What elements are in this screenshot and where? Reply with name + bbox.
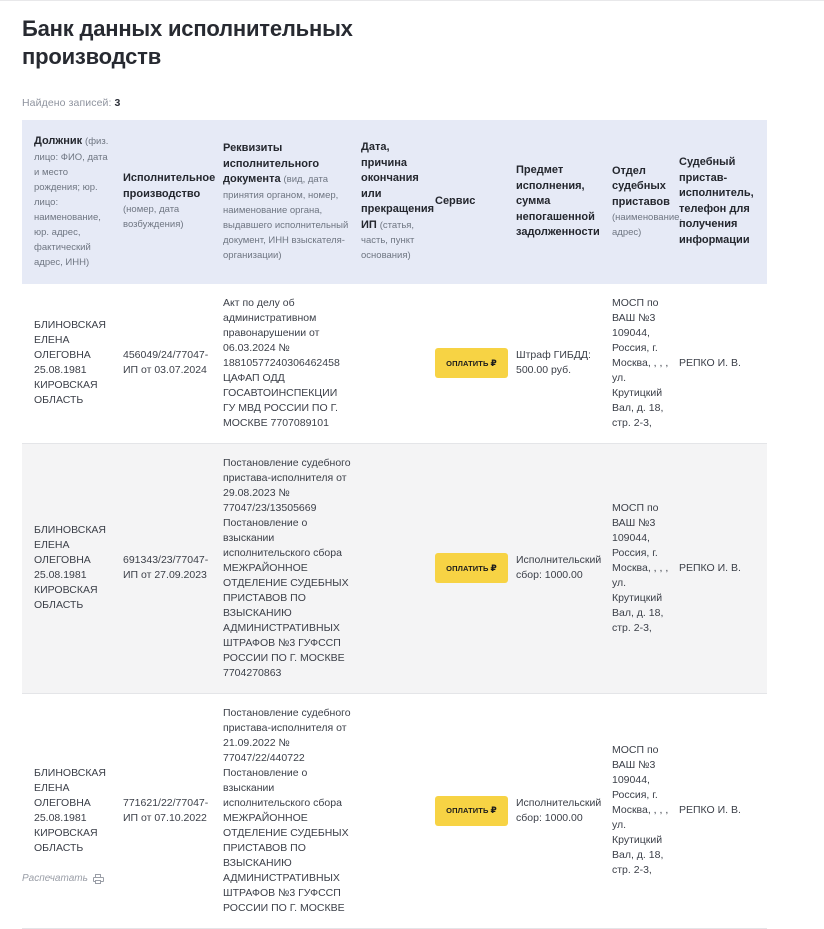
ruble-icon: ₽ [490,562,497,573]
column-header-proceeding: Исполнительное производство (номер, дата… [123,120,223,284]
cell-document: Акт по делу об административном правонар… [223,283,361,444]
column-header-service: Сервис [435,120,516,284]
table-body: БЛИНОВСКАЯ ЕЛЕНА ОЛЕГОВНА 25.08.1981 КИР… [22,283,767,929]
cell-department: МОСП по ВАШ №3 109044, Россия, г. Москва… [612,693,679,929]
cell-reason [361,443,435,694]
table-header: Должник (физ. лицо: ФИО, дата и место ро… [22,120,767,284]
column-header-debtor-sub: (физ. лицо: ФИО, дата и место рождения; … [34,136,109,268]
column-header-proceeding-main: Исполнительное производство [123,172,216,200]
column-header-bailiff: Судебный пристав-исполнитель, телефон дл… [679,120,767,284]
ruble-icon: ₽ [490,357,497,368]
ruble-icon: ₽ [490,805,497,815]
cell-bailiff: РЕПКО И. В. [679,283,767,444]
cell-document: Постановление судебного пристава-исполни… [223,693,361,929]
cell-proceeding: 771621/22/77047-ИП от 07.10.2022 [123,693,223,929]
column-header-subject: Предмет исполнения, сумма непогашенной з… [516,120,612,284]
table-row: БЛИНОВСКАЯ ЕЛЕНА ОЛЕГОВНА 25.08.1981 КИР… [22,693,767,929]
table-row: БЛИНОВСКАЯ ЕЛЕНА ОЛЕГОВНА 25.08.1981 КИР… [22,443,767,694]
cell-debtor: БЛИНОВСКАЯ ЕЛЕНА ОЛЕГОВНА 25.08.1981 КИР… [22,443,123,694]
pay-button[interactable]: ОПЛАТИТЬ₽ [435,553,508,583]
pay-button-label: ОПЛАТИТЬ [446,563,489,573]
page-title: Банк данных исполнительных производств [22,16,353,69]
column-header-department: Отдел судебных приставов (наименование, … [612,120,683,284]
cell-reason [361,283,435,444]
cell-subject: Исполнительский сбор: 1000.00 [516,443,612,694]
cell-service: ОПЛАТИТЬ₽ [435,443,516,694]
column-header-document: Реквизиты исполнительного документа (вид… [223,120,361,284]
cell-reason [361,693,435,929]
printer-icon [92,873,104,884]
column-header-document-sub: (вид, дата принятия органом, номер, наим… [223,174,349,261]
cell-subject: Штраф ГИБДД: 500.00 руб. [516,283,612,444]
column-header-reason-sub: (статья, часть, пункт основания) [361,219,415,262]
column-header-department-sub: (наименование, адрес) [612,212,683,238]
found-records-line: Найдено записей: 3 [22,97,802,109]
cell-proceeding: 691343/23/77047-ИП от 27.09.2023 [123,443,223,694]
cell-service: ОПЛАТИТЬ₽ [435,693,516,929]
table-row: БЛИНОВСКАЯ ЕЛЕНА ОЛЕГОВНА 25.08.1981 КИР… [22,283,767,444]
column-header-proceeding-sub: (номер, дата возбуждения) [123,204,184,231]
found-records-count: 3 [114,97,121,109]
column-header-debtor-main: Должник [34,135,83,147]
results-table-wrapper: Должник (физ. лицо: ФИО, дата и место ро… [22,120,767,929]
column-header-subject-main: Предмет исполнения, сумма непогашенной з… [516,164,600,238]
column-header-debtor: Должник (физ. лицо: ФИО, дата и место ро… [22,120,123,284]
pay-button[interactable]: ОПЛАТИТЬ₽ [435,795,508,826]
cell-bailiff: РЕПКО И. В. [679,443,767,694]
column-header-department-main: Отдел судебных приставов [612,164,670,208]
cell-subject: Исполнительский сбор: 1000.00 [516,693,612,929]
cell-debtor: БЛИНОВСКАЯ ЕЛЕНА ОЛЕГОВНА 25.08.1981 КИР… [22,283,123,444]
cell-department: МОСП по ВАШ №3 109044, Россия, г. Москва… [612,283,679,444]
pay-button[interactable]: ОПЛАТИТЬ₽ [435,348,508,378]
column-header-reason: Дата, причина окончания или прекращения … [361,120,435,284]
print-link[interactable]: Распечатать [22,873,104,884]
pay-button-label: ОПЛАТИТЬ [446,358,489,368]
column-header-bailiff-main: Судебный пристав-исполнитель, телефон дл… [679,156,754,246]
found-records-label: Найдено записей: [22,97,112,109]
column-header-document-main: Реквизиты исполнительного документа [223,142,320,185]
print-link-label: Распечатать [22,873,88,884]
enforcement-proceedings-table: Должник (физ. лицо: ФИО, дата и место ро… [22,120,767,929]
cell-bailiff: РЕПКО И. В. [679,693,767,929]
column-header-reason-main: Дата, причина окончания или прекращения … [361,141,435,231]
cell-department: МОСП по ВАШ №3 109044, Россия, г. Москва… [612,443,679,694]
cell-proceeding: 456049/24/77047-ИП от 03.07.2024 [123,283,223,444]
cell-document: Постановление судебного пристава-исполни… [223,443,361,694]
cell-service: ОПЛАТИТЬ₽ [435,283,516,444]
table-header-row: Должник (физ. лицо: ФИО, дата и место ро… [22,120,767,284]
cell-debtor: БЛИНОВСКАЯ ЕЛЕНА ОЛЕГОВНА 25.08.1981 КИР… [22,693,123,929]
pay-button-label: ОПЛАТИТЬ [446,806,489,815]
column-header-service-main: Сервис [435,195,476,207]
